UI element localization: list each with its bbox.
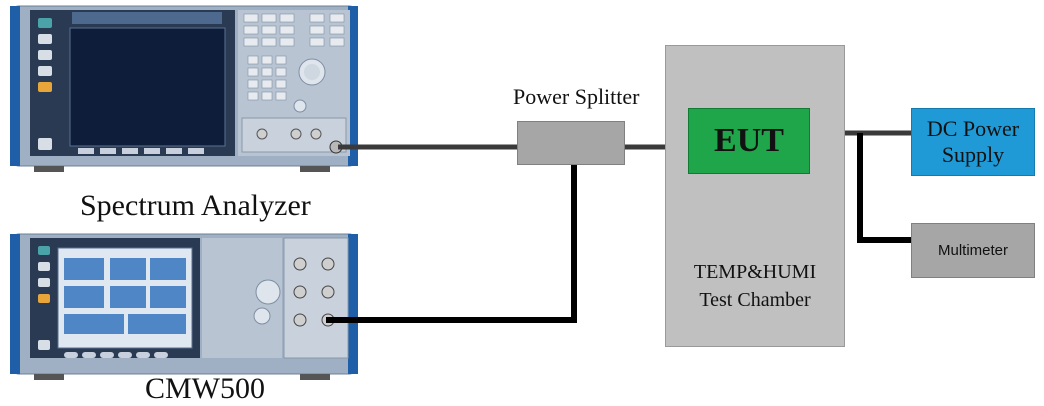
spectrum-analyzer-label: Spectrum Analyzer bbox=[80, 189, 311, 222]
dc-power-label-line1: DC Power bbox=[926, 116, 1020, 141]
test-chamber-label-line2: Test Chamber bbox=[699, 289, 811, 311]
multimeter-box: Multimeter bbox=[911, 223, 1035, 278]
cmw500-device bbox=[10, 233, 358, 380]
multimeter-label: Multimeter bbox=[937, 242, 1008, 259]
spectrum-analyzer-device bbox=[10, 5, 358, 172]
test-chamber-label: TEMP&HUMI Test Chamber bbox=[666, 258, 844, 314]
eut-label: EUT bbox=[714, 122, 784, 159]
dc-power-supply-box: DC Power Supply bbox=[911, 108, 1035, 176]
power-splitter-box bbox=[517, 121, 625, 165]
dc-power-label-line2: Supply bbox=[941, 142, 1005, 167]
cable-cmw-to-splitter bbox=[326, 165, 577, 323]
eut-box: EUT bbox=[688, 108, 810, 174]
cable-to-multimeter bbox=[857, 133, 911, 243]
test-chamber-box: TEMP&HUMI Test Chamber bbox=[665, 45, 845, 347]
test-chamber-label-line1: TEMP&HUMI bbox=[693, 261, 817, 283]
cmw500-label: CMW500 bbox=[145, 372, 265, 405]
power-splitter-label: Power Splitter bbox=[513, 84, 640, 109]
